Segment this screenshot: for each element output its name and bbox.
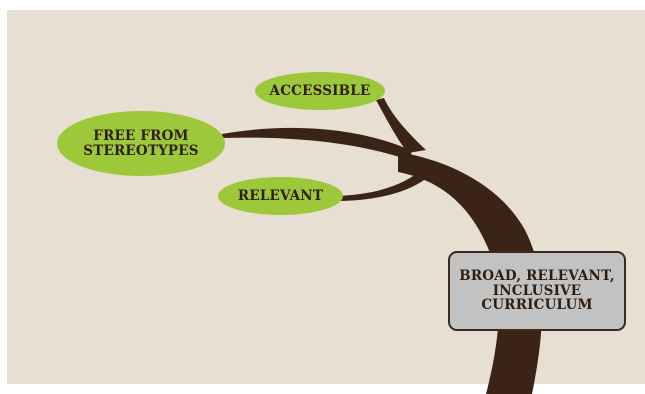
branch-free-from-stereotypes bbox=[222, 127, 414, 162]
branch-relevant bbox=[338, 168, 438, 201]
trunk-label-text: BROAD, RELEVANT, INCLUSIVE CURRICULUM bbox=[459, 267, 615, 314]
tree-trunk bbox=[398, 152, 543, 394]
leaf-accessible-label: ACCESSIBLE bbox=[269, 82, 371, 99]
leaf-free-from-stereotypes: FREE FROM STEREOTYPES bbox=[57, 111, 225, 176]
trunk-label-box: BROAD, RELEVANT, INCLUSIVE CURRICULUM bbox=[448, 251, 626, 331]
branch-accessible bbox=[376, 98, 426, 153]
leaf-free-from-stereotypes-label: FREE FROM STEREOTYPES bbox=[83, 127, 199, 159]
leaf-relevant-label: RELEVANT bbox=[237, 187, 324, 204]
leaf-accessible: ACCESSIBLE bbox=[255, 72, 385, 110]
leaf-relevant: RELEVANT bbox=[218, 177, 343, 215]
